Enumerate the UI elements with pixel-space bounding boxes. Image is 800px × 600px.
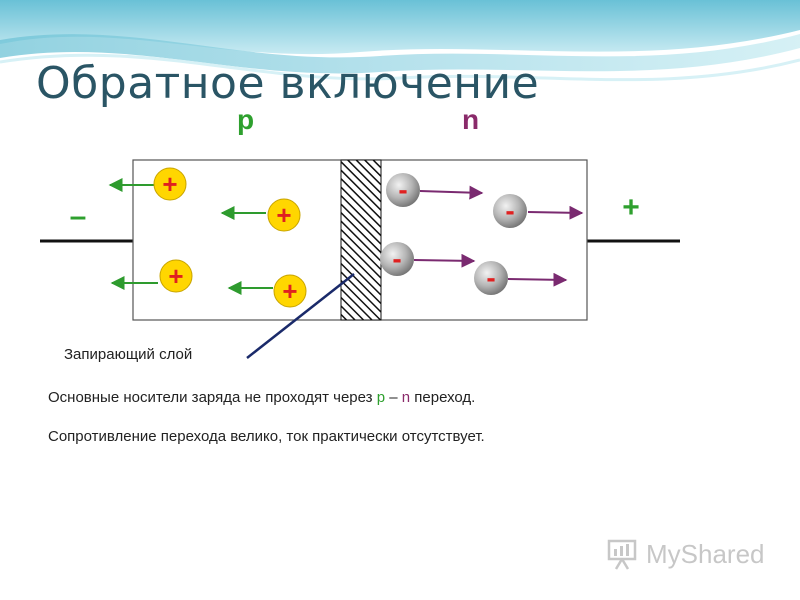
majority-carriers-text: Основные носители заряда не проходят чер… [48,389,475,406]
resistance-text: Сопротивление перехода велико, ток практ… [48,428,485,445]
electron-sign: - [486,262,495,293]
header-wave-banner [0,0,800,110]
electron-arrow [507,272,568,287]
p-letter: p [376,389,386,406]
electron-arrow [527,205,584,220]
p-region-label: p [237,104,255,135]
electron-minus-icon: - [380,242,414,276]
text-segment: – [385,389,402,406]
n-letter: n [401,389,411,406]
hole-plus-icon: + [153,167,187,201]
electron-minus-icon: - [386,173,420,207]
electron-minus-icon: - [493,194,527,228]
electron-arrow [413,253,476,268]
text-segment: Основные носители заряда не проходят чер… [48,389,377,406]
watermark-text: MyShared [646,538,765,569]
electron-sign: - [505,195,514,226]
text-segment: переход. [410,389,476,406]
myshared-logo-icon [607,539,637,570]
hole-plus-icon: + [267,198,301,232]
slide-title: Обратное включение [36,58,540,109]
barrier-pointer-line [246,273,355,359]
n-region-label: n [462,104,480,135]
myshared-watermark: MyShared [606,536,765,572]
hole-plus-icon: + [273,274,307,308]
left-terminal-sign: – [70,200,87,233]
barrier-layer-label: Запирающий слой [64,346,193,363]
hole-sign: + [282,276,297,306]
right-terminal-sign: + [622,191,640,224]
electron-sign: - [398,174,407,205]
electron-sign: - [392,243,401,274]
hole-sign: + [162,169,177,199]
hole-sign: + [276,200,291,230]
barrier-layer-icon [340,159,382,321]
hole-plus-icon: + [159,259,193,293]
electron-arrow [419,185,484,200]
hole-sign: + [168,261,183,291]
electron-minus-icon: - [474,261,508,295]
